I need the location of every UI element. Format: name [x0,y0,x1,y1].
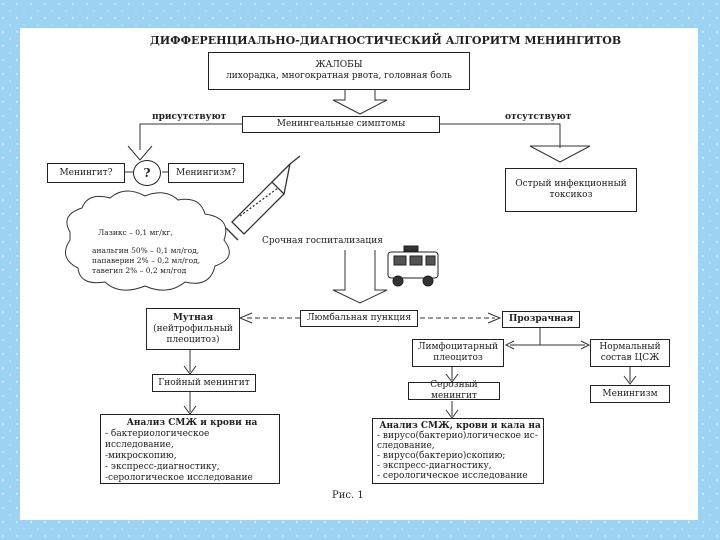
meningitis-box: Менингит? [47,163,125,183]
analysis-left-title: Анализ СМЖ и крови на [126,418,258,428]
analysis-right-item: следование, [377,441,435,451]
complaints-box: ЖАЛОБЫ лихорадка, многократная рвота, го… [208,52,470,90]
cloud-shape [65,190,230,291]
cloud-line3: папаверин 2% – 0,2 мл/год, [92,256,201,265]
syringe-icon [225,155,301,241]
analysis-left-item: - бактериологическое исследование, [105,429,210,450]
analysis-right-item: - экспресс-диагностику, [377,461,492,471]
serous-meningitis-box: Серозный менингит [408,380,500,401]
analysis-left-item: - экспресс-диагностику, [105,462,220,472]
analysis-left-item: -серологическое исследование [105,473,253,483]
diagram-title: ДИФФЕРЕНЦИАЛЬНО-ДИАГНОСТИЧЕСКИЙ АЛГОРИТМ… [150,34,622,47]
acute-toxicosis-line1: Острый инфекционный [515,179,627,189]
complaints-heading: ЖАЛОБЫ [315,60,363,70]
meningism-box-bottom: Менингизм [590,385,670,403]
complaints-text: лихорадка, многократная рвота, головная … [226,71,452,81]
lymphocytic-box: Лимфоцитарный плеоцитоз [412,339,504,367]
acute-toxicosis-box: Острый инфекционный токсикоз [505,168,637,212]
analysis-right-box: Анализ СМЖ, крови и кала на - вирусо(бак… [372,418,544,484]
cloud-line4: тавегил 2% – 0,2 мл/год [92,266,187,275]
acute-toxicosis-line2: токсикоз [549,190,593,200]
cloudy-title: Мутная [172,312,214,323]
question-circle: ? [133,160,161,186]
normal-csf-box: Нормальный состав ЦСЖ [590,339,670,367]
analysis-right-title: Анализ СМЖ, крови и кала на [379,421,541,431]
normal-line1: Нормальный [599,342,661,352]
cloud-line1: Лазикс – 0,1 мг/кг, [98,228,173,237]
analysis-left-box: Анализ СМЖ и крови на - бактериологическ… [100,414,280,484]
purulent-meningitis-box: Гнойный менингит [152,374,256,392]
lymph-line2: плеоцитоз [433,353,483,363]
meningism-box-top: Менингизм? [168,163,244,183]
analysis-right-item: - серологическое исследование [377,471,528,481]
analysis-right-item: - вирусо(бактерио)логическое ис- [377,431,538,441]
normal-line2: состав ЦСЖ [600,353,660,363]
cloud-line2: анальгин 50% – 0,1 мл/год, [92,246,200,255]
meningeal-symptoms-box: Менингеальные симптомы [242,116,440,133]
analysis-right-item: - вирусо(бактерио)скопию; [377,451,506,461]
figure-caption: Рис. 1 [332,490,364,501]
cloudy-sub1: (нейтрофильный [153,323,233,334]
clear-csf-box: Прозрачная [502,311,580,328]
absent-label: отсутствуют [505,112,572,122]
hospitalization-label: Срочная госпитализация [262,236,383,246]
lymph-line1: Лимфоцитарный [417,342,499,352]
ambulance-jeep-icon [387,245,439,287]
present-label: присутствуют [152,112,227,122]
cloudy-sub2: плеоцитоз) [166,334,220,345]
analysis-left-item: -микроскопию, [105,451,177,461]
cloudy-csf-box: Мутная (нейтрофильный плеоцитоз) [146,308,240,350]
lumbar-puncture-box: Люмбальная пункция [300,310,418,327]
